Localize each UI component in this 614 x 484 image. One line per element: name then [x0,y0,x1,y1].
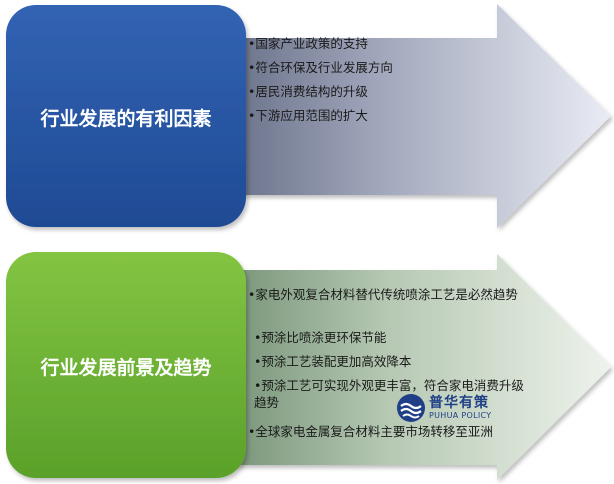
bottom-bullet-5: •全球家电金属复合材料主要市场转移至亚洲 [248,424,493,439]
bottom-bullet-2: •预涂比喷涂更环保节能 [254,330,387,345]
logo-subtitle: PUHUA POLICY [429,411,492,420]
wave-logo-icon [397,394,425,422]
top-bullet-3: •居民消费结构的升级 [248,84,368,99]
bottom-box [6,252,246,478]
bottom-arrow [200,254,611,480]
logo-name: 普华有策 [429,395,489,411]
top-bullet-4: •下游应用范围的扩大 [248,108,368,123]
top-bullet-1: •国家产业政策的支持 [248,36,368,51]
top-box [6,5,246,227]
bottom-bullet-1: •家电外观复合材料替代传统喷涂工艺是必然趋势 [248,287,518,302]
top-section-title: 行业发展的有利因素 [40,108,212,130]
puhua-logo: 普华有策 PUHUA POLICY [396,391,520,425]
top-arrow [200,4,611,228]
bottom-bullet-3: •预涂工艺装配更加高效降本 [254,354,412,369]
top-bullet-2: •符合环保及行业发展方向 [248,60,393,75]
bottom-section-title: 行业发展前景及趋势 [40,357,212,379]
bottom-bullet-4: •预涂工艺可实现外观更丰富，符合家电消费升级趋势 [254,378,524,410]
